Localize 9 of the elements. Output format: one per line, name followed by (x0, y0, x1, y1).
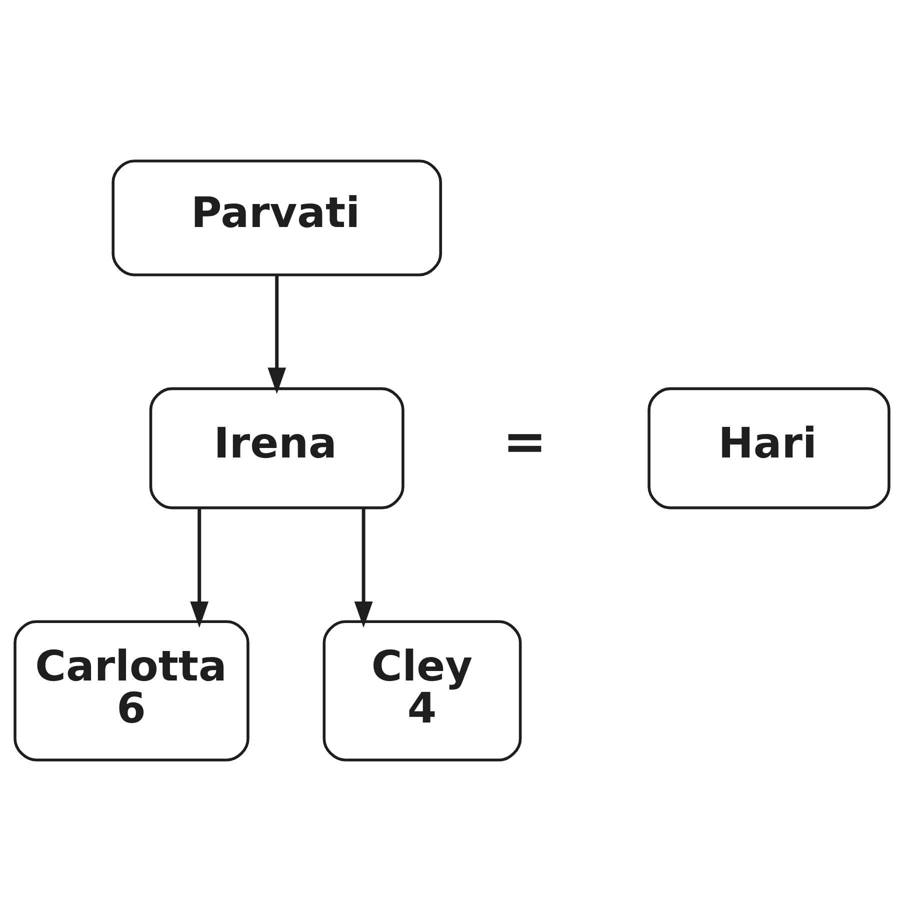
node-box: Carlotta 6 (14, 620, 250, 761)
node-box: Irena (149, 386, 404, 509)
label: = (502, 411, 547, 472)
arrow (268, 275, 286, 394)
node-box: Hari (648, 386, 890, 509)
node-box: Cley 4 (322, 620, 522, 761)
arrow (190, 507, 209, 628)
node-box: Parvati (112, 159, 442, 276)
arrow (354, 507, 373, 628)
